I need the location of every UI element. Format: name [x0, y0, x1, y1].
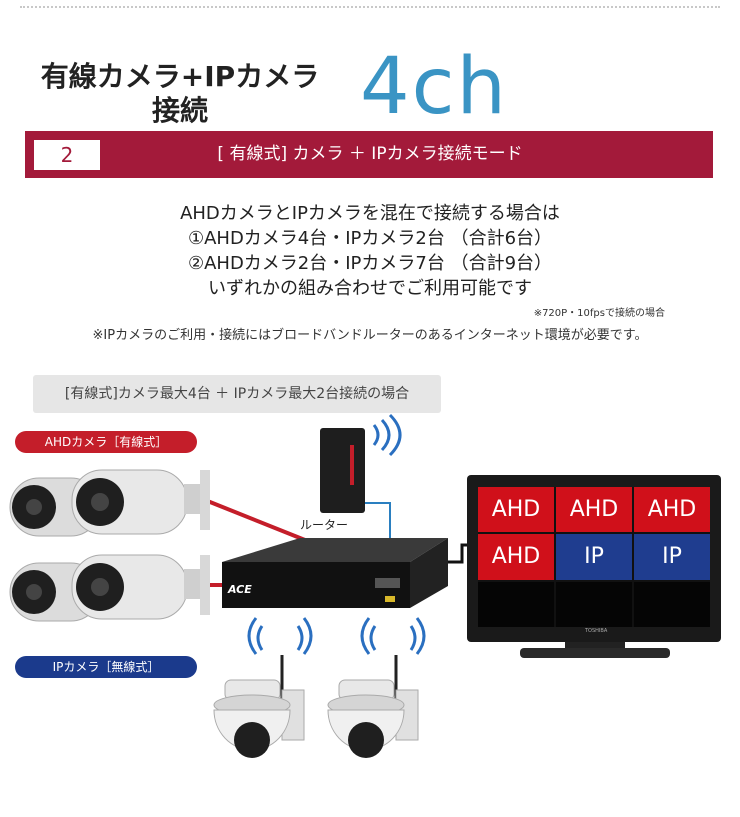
wifi-icon — [372, 413, 402, 457]
title-line-2: 接続 — [151, 94, 208, 127]
screen-cell-ahd: AHD — [634, 487, 710, 533]
router-icon — [320, 413, 402, 513]
ip-camera-icon — [213, 655, 305, 758]
monitor-screen: AHD AHD AHD AHD IP IP — [478, 487, 710, 627]
screen-cell-ip: IP — [556, 534, 632, 580]
hdmi-cable — [442, 543, 470, 564]
mode-band — [25, 131, 713, 178]
ip-camera-tag: IPカメラ［無線式］ — [15, 656, 197, 678]
fps-note: ※720P・10fpsで接続の場合 — [533, 308, 665, 319]
screen-cell-ahd: AHD — [478, 534, 554, 580]
ahd-cable — [199, 496, 306, 542]
screen-cell-ip: IP — [634, 534, 710, 580]
screen-cell-empty — [478, 581, 554, 627]
wifi-icon — [247, 617, 313, 655]
wifi-icon — [360, 617, 426, 655]
mode-number: 2 — [34, 140, 100, 170]
description-line: ②AHDカメラ2台・IPカメラ7台 （合計9台） — [187, 253, 553, 274]
ahd-camera-icon — [71, 469, 210, 535]
mode-title: [ 有線式] カメラ ＋ IPカメラ接続モード — [217, 144, 523, 164]
channel-count: 4ch — [360, 42, 508, 132]
router-label: ルーター — [300, 518, 349, 532]
description-line: ①AHDカメラ4台・IPカメラ2台 （合計6台） — [187, 228, 553, 249]
screen-cell-empty — [556, 581, 632, 627]
ahd-camera-icon — [71, 554, 210, 620]
ahd-camera-tag: AHDカメラ［有線式］ — [15, 431, 197, 453]
description-line: いずれかの組み合わせでご利用可能です — [208, 278, 532, 299]
monitor-base — [520, 648, 670, 658]
screen-cell-ahd: AHD — [556, 487, 632, 533]
title-line-1: 有線カメラ+IPカメラ — [40, 60, 320, 93]
page-title: 有線カメラ+IPカメラ 接続 — [20, 60, 340, 128]
screen-cell-ahd: AHD — [478, 487, 554, 533]
case-label: [有線式]カメラ最大4台 ＋ IPカメラ最大2台接続の場合 — [33, 375, 441, 413]
recorder-icon — [222, 538, 448, 608]
monitor-stand — [565, 642, 625, 650]
monitor-brand: TOSHIBA — [585, 628, 608, 634]
router-note: ※IPカメラのご利用・接続にはブロードバンドルーターのあるインターネット環境が必… — [92, 328, 648, 343]
ip-camera-icon — [327, 655, 419, 758]
description-line: AHDカメラとIPカメラを混在で接続する場合は — [180, 203, 560, 224]
top-divider — [20, 6, 720, 8]
recorder-logo: ACE — [227, 583, 252, 596]
screen-cell-empty — [634, 581, 710, 627]
